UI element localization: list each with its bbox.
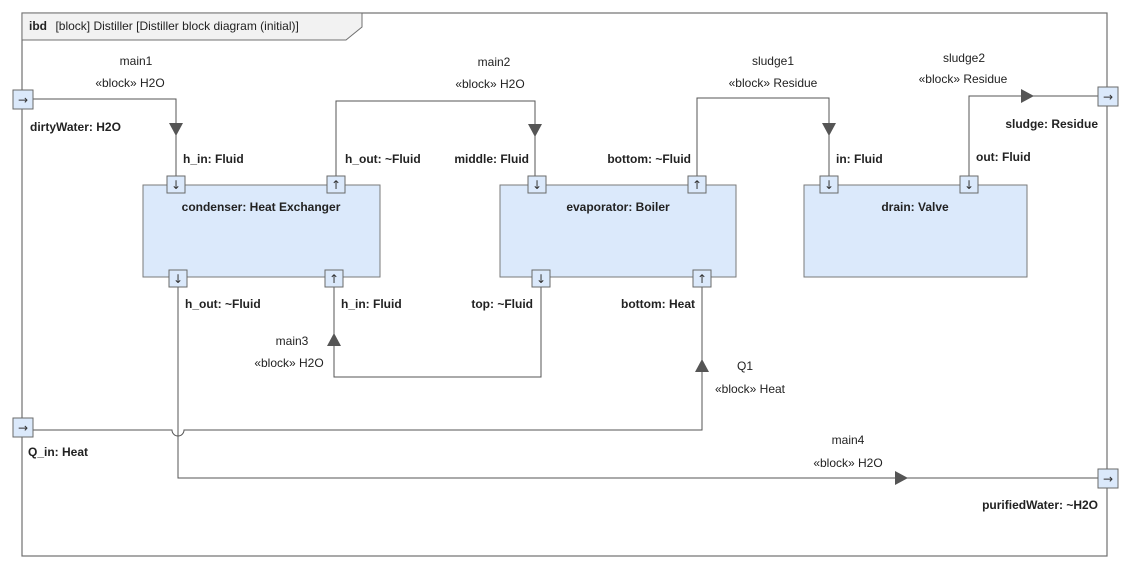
port-label-condenser-h-in-top: h_in: Fluid [183, 152, 244, 166]
port-condenser-h-out-bottom[interactable]: ↓ [168, 269, 188, 288]
connector-label-main1-type: «block» H2O [95, 76, 164, 90]
arrow-down-icon: ↓ [532, 178, 542, 192]
connector-main1-line[interactable] [33, 98, 177, 184]
arrowhead-sludge2 [1021, 89, 1034, 103]
connector-label-main3-type: «block» H2O [254, 356, 323, 370]
block-drain[interactable] [803, 184, 1028, 278]
arrow-right-icon: → [1103, 472, 1113, 486]
port-label-sludge: sludge: Residue [1005, 117, 1098, 131]
port-label-Q_in: Q_in: Heat [28, 445, 88, 459]
connector-label-main2-name: main2 [478, 55, 511, 69]
port-label-dirtyWater: dirtyWater: H2O [30, 120, 121, 134]
port-label-evaporator-bottom-fluid: bottom: ~Fluid [607, 152, 691, 166]
arrowhead-sludge1 [822, 123, 836, 136]
connector-label-Q1-type: «block» Heat [715, 382, 786, 396]
connector-label-sludge2-name: sludge2 [943, 51, 985, 65]
arrow-up-icon: ↑ [329, 272, 339, 286]
connector-label-main4-name: main4 [832, 433, 865, 447]
arrow-right-icon: → [18, 421, 28, 435]
port-label-condenser-h-out-bottom: h_out: ~Fluid [185, 297, 261, 311]
port-condenser-h-in-top[interactable]: ↓ [166, 175, 186, 194]
frame-heading: ibd [block] Distiller [Distiller block d… [29, 17, 299, 34]
port-evaporator-bottom-fluid[interactable]: ↑ [687, 175, 707, 194]
port-condenser-h-out-top[interactable]: ↑ [326, 175, 346, 194]
connector-main3-line[interactable] [333, 278, 542, 378]
connector-label-sludge2-type: «block» Residue [919, 72, 1008, 86]
arrowhead-Q1 [695, 359, 709, 372]
connector-label-sludge1-name: sludge1 [752, 54, 794, 68]
port-label-condenser-h-in-bottom: h_in: Fluid [341, 297, 402, 311]
port-label-evaporator-top: top: ~Fluid [471, 297, 533, 311]
arrow-down-icon: ↓ [171, 178, 181, 192]
frame-title-tab [21, 12, 363, 41]
port-evaporator-middle[interactable]: ↓ [527, 175, 547, 194]
port-label-drain-in: in: Fluid [836, 152, 883, 166]
connector-label-sludge1-type: «block» Residue [729, 76, 818, 90]
arrowhead-main1 [169, 123, 183, 136]
port-dirtyWater[interactable]: → [12, 89, 34, 110]
port-drain-in[interactable]: ↓ [819, 175, 839, 194]
connector-main4-line[interactable] [177, 278, 1108, 479]
block-drain-label: drain: Valve [881, 200, 949, 214]
port-label-evaporator-bottom-heat: bottom: Heat [621, 297, 695, 311]
block-condenser[interactable] [142, 184, 381, 278]
arrow-up-icon: ↑ [331, 178, 341, 192]
arrow-down-icon: ↓ [173, 272, 183, 286]
arrow-up-icon: ↑ [697, 272, 707, 286]
port-drain-out[interactable]: ↓ [959, 175, 979, 194]
arrow-up-icon: ↑ [692, 178, 702, 192]
connector-label-main3-name: main3 [276, 334, 309, 348]
port-sludge[interactable]: → [1097, 86, 1119, 107]
connector-label-main2-type: «block» H2O [455, 77, 524, 91]
connector-label-Q1-name: Q1 [737, 359, 753, 373]
arrow-right-icon: → [18, 93, 28, 107]
arrowhead-main3 [327, 333, 341, 346]
connector-label-main1-name: main1 [120, 54, 153, 68]
port-Q_in[interactable]: → [12, 417, 34, 438]
connector-label-main4-type: «block» H2O [813, 456, 882, 470]
connector-sludge1-line[interactable] [696, 97, 830, 184]
arrow-down-icon: ↓ [536, 272, 546, 286]
connector-Q1-line[interactable] [33, 278, 703, 437]
diagram-frame [21, 12, 1108, 557]
port-condenser-h-in-bottom[interactable]: ↑ [324, 269, 344, 288]
arrowhead-main2 [528, 124, 542, 137]
port-label-evaporator-middle: middle: Fluid [454, 152, 529, 166]
port-purifiedWater[interactable]: → [1097, 468, 1119, 489]
port-label-drain-out: out: Fluid [976, 150, 1031, 164]
connector-sludge2-line[interactable] [968, 95, 1108, 184]
block-condenser-label: condenser: Heat Exchanger [182, 200, 341, 214]
connector-main2-line[interactable] [335, 100, 536, 184]
arrowhead-main4 [895, 471, 908, 485]
port-evaporator-top[interactable]: ↓ [531, 269, 551, 288]
arrow-down-icon: ↓ [964, 178, 974, 192]
arrow-down-icon: ↓ [824, 178, 834, 192]
port-label-condenser-h-out-top: h_out: ~Fluid [345, 152, 421, 166]
port-label-purifiedWater: purifiedWater: ~H2O [982, 498, 1098, 512]
arrow-right-icon: → [1103, 90, 1113, 104]
port-evaporator-bottom-heat[interactable]: ↑ [692, 269, 712, 288]
block-evaporator-label: evaporator: Boiler [566, 200, 670, 214]
block-evaporator[interactable] [499, 184, 737, 278]
